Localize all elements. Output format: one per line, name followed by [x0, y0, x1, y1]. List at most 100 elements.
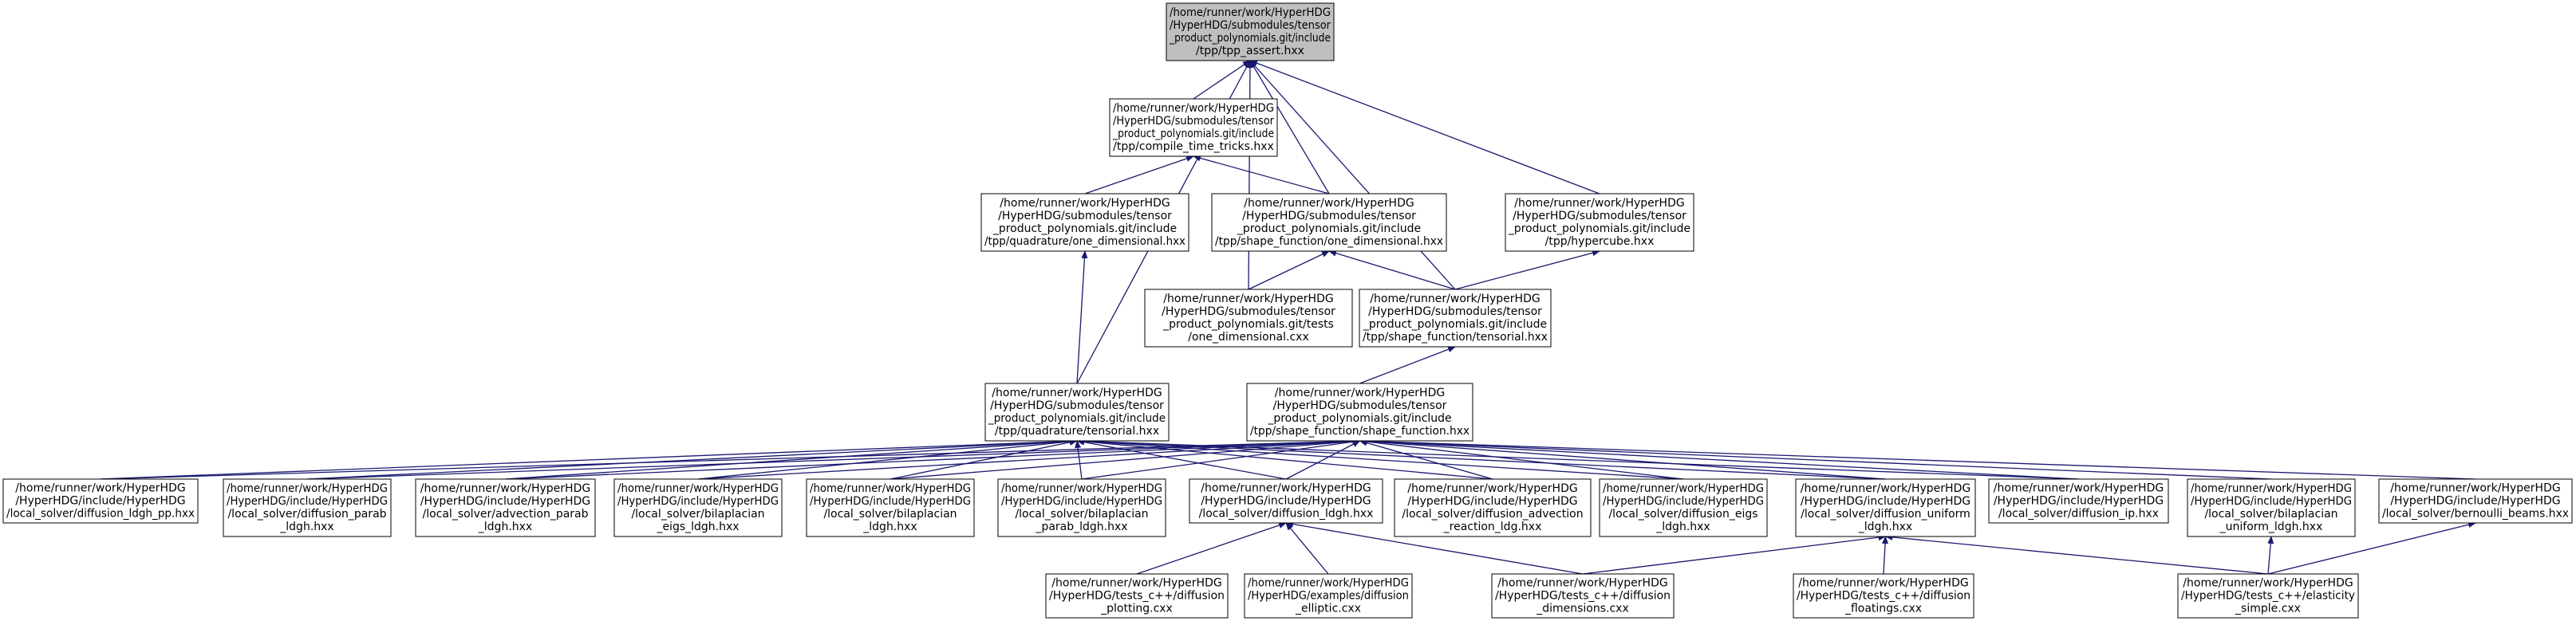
node-label-line: /HyperHDG/submodules/tensor: [990, 399, 1164, 412]
node-advection_parab[interactable]: /home/runner/work/HyperHDG/HyperHDG/incl…: [415, 478, 596, 537]
node-label-line: /tpp/tpp_assert.hxx: [1196, 45, 1304, 57]
node-label-line: /home/runner/work/HyperHDG: [1370, 293, 1540, 305]
node-tests_1d[interactable]: /home/runner/work/HyperHDG/HyperHDG/subm…: [1144, 289, 1353, 348]
node-label-line: /local_solver/bilaplacian: [823, 508, 957, 521]
node-label-line: /home/runner/work/HyperHDG: [1801, 482, 1970, 495]
node-label-line: _product_polynomials.git/include: [1112, 128, 1274, 140]
edge-bilaplacian_eigs-to-quadrature_tensorial: [697, 438, 1078, 480]
edge-elasticity_simple-to-bernoulli_beams: [2267, 521, 2476, 575]
node-label-line: /HyperHDG/submodules/tensor: [1162, 305, 1335, 318]
node-label-line: /tpp/quadrature/tensorial.hxx: [995, 425, 1159, 438]
node-diffusion_ldgh[interactable]: /home/runner/work/HyperHDG/HyperHDG/incl…: [1189, 478, 1383, 524]
node-diffusion_ip[interactable]: /home/runner/work/HyperHDG/HyperHDG/incl…: [1988, 478, 2169, 524]
node-label-line: /HyperHDG/include/HyperHDG: [227, 495, 388, 508]
edge-diffusion_dimensions-to-diffusion_ldgh: [1285, 521, 1584, 575]
node-bilaplacian_uniform[interactable]: /home/runner/work/HyperHDG/HyperHDG/incl…: [2187, 478, 2356, 537]
node-label-line: /HyperHDG/include/HyperHDG: [1201, 495, 1371, 508]
node-compile_time_tricks[interactable]: /home/runner/work/HyperHDG/HyperHDG/subm…: [1109, 98, 1278, 157]
node-shape_function_tensorial[interactable]: /home/runner/work/HyperHDG/HyperHDG/subm…: [1359, 289, 1552, 348]
node-hypercube[interactable]: /home/runner/work/HyperHDG/HyperHDG/subm…: [1505, 193, 1694, 252]
node-label-line: /HyperHDG/include/HyperHDG: [2390, 495, 2560, 508]
edge-advection_parab-to-quadrature_tensorial: [505, 438, 1078, 480]
edge-diffusion_ldgh_pp-to-quadrature_tensorial: [100, 438, 1078, 480]
node-label-line: /local_solver/diffusion_ldgh_pp.hxx: [6, 508, 195, 521]
node-label-line: /HyperHDG/submodules/tensor: [1113, 115, 1274, 128]
node-diffusion_ldgh_pp[interactable]: /home/runner/work/HyperHDG/HyperHDG/incl…: [2, 478, 199, 524]
node-label-line: /home/runner/work/HyperHDG: [1163, 293, 1333, 305]
edge-bilaplacian_uniform-to-shape_function_hxx: [1359, 438, 2272, 480]
node-bilaplacian_parab[interactable]: /home/runner/work/HyperHDG/HyperHDG/incl…: [997, 478, 1166, 537]
node-box: [613, 478, 783, 537]
node-diffusion_floatings[interactable]: /home/runner/work/HyperHDG/HyperHDG/test…: [1793, 573, 1974, 619]
node-label-line: /home/runner/work/HyperHDG: [15, 482, 185, 495]
node-label-line: /HyperHDG/include/HyperHDG: [15, 495, 185, 508]
node-label-line: /home/runner/work/HyperHDG: [992, 387, 1162, 399]
edge-quadrature_1d-to-compile_time_tricks: [1084, 155, 1194, 195]
edge-diffusion_elliptic-to-diffusion_ldgh: [1285, 522, 1329, 575]
node-quadrature_1d[interactable]: /home/runner/work/HyperHDG/HyperHDG/subm…: [980, 193, 1189, 252]
node-label-line: _dimensions.cxx: [1536, 603, 1629, 615]
node-box: [1394, 478, 1592, 537]
edge-bilaplacian_eigs-to-shape_function_hxx: [697, 438, 1361, 480]
node-box: [1246, 383, 1473, 442]
node-bernoulli_beams[interactable]: /home/runner/work/HyperHDG/HyperHDG/incl…: [2378, 478, 2573, 524]
edge-diffusion_parab-to-shape_function_hxx: [306, 438, 1361, 480]
node-shape_function_1d[interactable]: /home/runner/work/HyperHDG/HyperHDG/subm…: [1211, 193, 1447, 252]
node-label-line: _ldgh.hxx: [279, 521, 333, 533]
node-label-line: /home/runner/work/HyperHDG: [1407, 482, 1577, 495]
node-label-line: /one_dimensional.cxx: [1188, 331, 1308, 344]
node-label-line: /local_solver/diffusion_uniform: [1801, 508, 1970, 521]
node-label-line: /home/runner/work/HyperHDG: [1001, 482, 1162, 495]
node-diffusion_parab[interactable]: /home/runner/work/HyperHDG/HyperHDG/incl…: [223, 478, 392, 537]
edge-diffusion_dimensions-to-diffusion_uniform: [1582, 534, 1887, 575]
node-label-line: _simple.cxx: [2235, 603, 2301, 615]
edge-tests_1d-to-tpp_assert: [1246, 60, 1253, 290]
node-label-line: /local_solver/diffusion_ip.hxx: [1998, 508, 2159, 521]
node-label-line: /local_solver/diffusion_eigs: [1608, 508, 1757, 521]
node-label-line: /HyperHDG/submodules/tensor: [1513, 210, 1686, 222]
node-box: [984, 383, 1170, 442]
edge-diffusion_ldgh-to-quadrature_tensorial: [1076, 438, 1287, 480]
node-label-line: _product_polynomials.git/include: [1267, 412, 1451, 425]
node-label-line: /HyperHDG/include/HyperHDG: [1994, 495, 2164, 508]
node-diffusion_advection[interactable]: /home/runner/work/HyperHDG/HyperHDG/incl…: [1394, 478, 1592, 537]
node-label-line: /home/runner/work/HyperHDG: [1603, 482, 1764, 495]
edge-diffusion_ip-to-shape_function_hxx: [1359, 438, 2079, 480]
node-label-line: /HyperHDG/submodules/tensor: [1242, 210, 1416, 222]
edge-shape_function_tensorial-to-hypercube: [1454, 250, 1600, 290]
node-label-line: /tpp/quadrature/one_dimensional.hxx: [984, 235, 1185, 248]
node-box: [2177, 573, 2359, 619]
node-quadrature_tensorial[interactable]: /home/runner/work/HyperHDG/HyperHDG/subm…: [984, 383, 1170, 442]
node-diffusion_elliptic[interactable]: /home/runner/work/HyperHDG/HyperHDG/exam…: [1244, 573, 1413, 619]
node-label-line: /home/runner/work/HyperHDG: [1798, 577, 1968, 590]
node-tpp_assert[interactable]: /home/runner/work/HyperHDG/HyperHDG/subm…: [1166, 2, 1335, 61]
node-label-line: _reaction_ldg.hxx: [1443, 521, 1542, 533]
node-label-line: /home/runner/work/HyperHDG: [810, 482, 971, 495]
node-box: [1144, 289, 1353, 348]
edge-diffusion_ldgh-to-shape_function_hxx: [1285, 440, 1361, 480]
node-bilaplacian_ldgh[interactable]: /home/runner/work/HyperHDG/HyperHDG/incl…: [806, 478, 975, 537]
node-box: [1045, 573, 1229, 619]
node-label-line: /HyperHDG/examples/diffusion: [1248, 590, 1409, 603]
node-diffusion_eigs[interactable]: /home/runner/work/HyperHDG/HyperHDG/incl…: [1599, 478, 1768, 537]
edge-bilaplacian_ldgh-to-shape_function_hxx: [890, 438, 1361, 480]
node-diffusion_plotting[interactable]: /home/runner/work/HyperHDG/HyperHDG/test…: [1045, 573, 1229, 619]
node-label-line: _ldgh.hxx: [1858, 521, 1912, 533]
node-label-line: /HyperHDG/include/HyperHDG: [1801, 495, 1970, 508]
node-label-line: /home/runner/work/HyperHDG: [2183, 577, 2353, 590]
node-label-line: _eigs_ldgh.hxx: [656, 521, 739, 533]
node-label-line: /home/runner/work/HyperHDG: [1994, 482, 2164, 495]
node-box: [2187, 478, 2356, 537]
node-diffusion_uniform[interactable]: /home/runner/work/HyperHDG/HyperHDG/incl…: [1795, 478, 1976, 537]
node-label-line: /HyperHDG/include/HyperHDG: [420, 495, 590, 508]
node-label-line: /HyperHDG/include/HyperHDG: [1407, 495, 1577, 508]
node-elasticity_simple[interactable]: /home/runner/work/HyperHDG/HyperHDG/test…: [2177, 573, 2359, 619]
node-box: [1359, 289, 1552, 348]
edge-compile_time_tricks-to-tpp_assert: [1193, 60, 1251, 100]
node-shape_function_hxx[interactable]: /home/runner/work/HyperHDG/HyperHDG/subm…: [1246, 383, 1473, 442]
node-diffusion_dimensions[interactable]: /home/runner/work/HyperHDG/HyperHDG/test…: [1491, 573, 1675, 619]
edge-elasticity_simple-to-diffusion_uniform: [1884, 533, 2269, 575]
node-bilaplacian_eigs[interactable]: /home/runner/work/HyperHDG/HyperHDG/incl…: [613, 478, 783, 537]
